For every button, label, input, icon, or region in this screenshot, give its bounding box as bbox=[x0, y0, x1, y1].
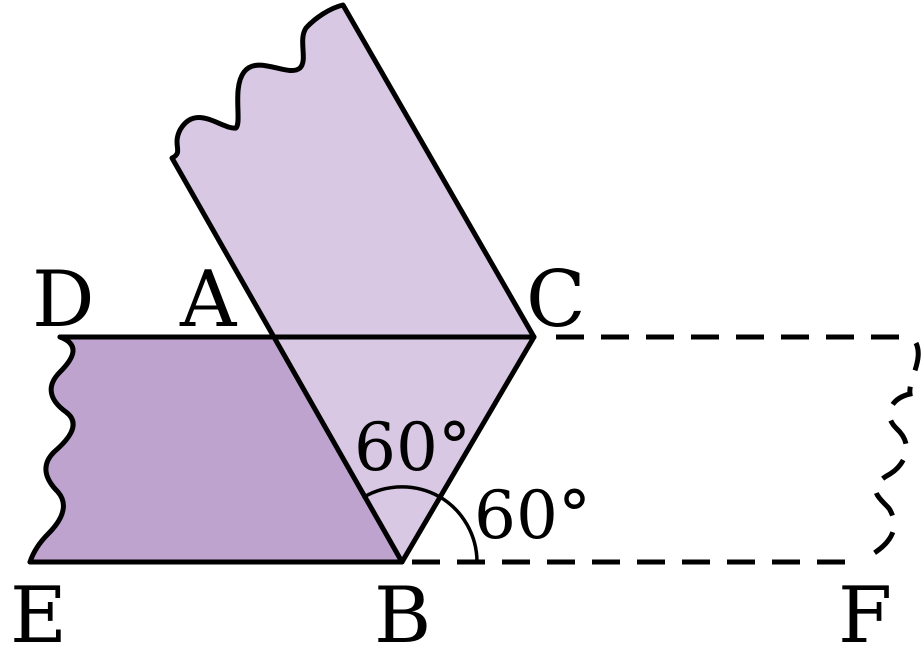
label-D: D bbox=[32, 255, 95, 345]
folded-strip-outline bbox=[169, 2, 537, 565]
label-E: E bbox=[10, 571, 67, 661]
label-B: B bbox=[374, 571, 431, 661]
label-F: F bbox=[838, 571, 892, 661]
angle-label-inner: 60° bbox=[354, 409, 471, 486]
strip-lower-region bbox=[30, 337, 402, 562]
dashed-right-wavy-edge bbox=[860, 341, 921, 563]
strip-left-wavy-edge bbox=[27, 334, 76, 565]
angle-arc-outer bbox=[438, 495, 479, 564]
angle-label-outer: 60° bbox=[474, 477, 591, 554]
label-C: C bbox=[526, 255, 586, 345]
strip-folded-region bbox=[172, 5, 534, 562]
angle-arc-inner bbox=[362, 485, 442, 499]
label-A: A bbox=[179, 255, 238, 345]
